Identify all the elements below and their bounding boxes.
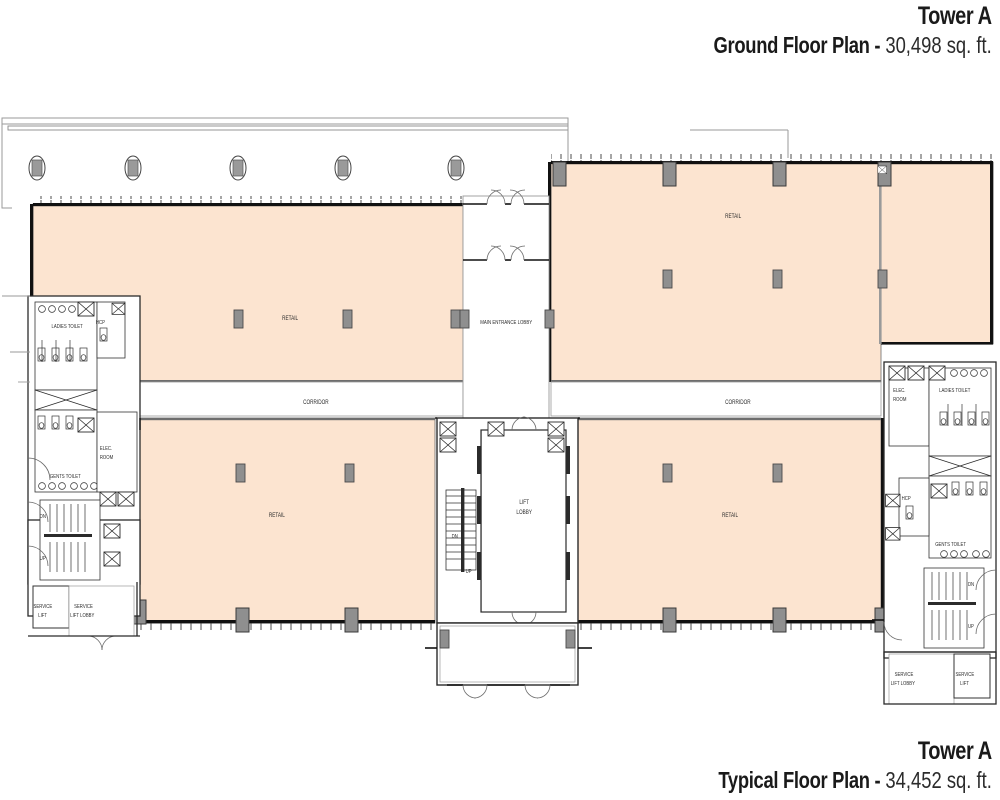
service-lift-right-label-2: LIFT bbox=[960, 681, 969, 688]
elevator-doors-left bbox=[477, 446, 481, 580]
service-lift-left-label-1: SERVICE bbox=[34, 604, 53, 611]
service-lift-left-label-2: LIFT bbox=[38, 613, 47, 620]
plan-title-bottom: Typical Floor Plan - 34,452 sq. ft. bbox=[719, 766, 992, 796]
ladies-toilet-right: LADIES TOILET bbox=[928, 365, 992, 457]
gents-toilet-left: GENTS TOILET bbox=[34, 409, 98, 493]
elec-room-right: ELEC. ROOM bbox=[888, 365, 930, 447]
gents-toilet-right-label: GENTS TOILET bbox=[935, 542, 966, 549]
elec-room-right-label-1: ELEC. bbox=[893, 388, 905, 395]
plan-svg: RETAIL RETAIL bbox=[1, 117, 997, 705]
corridor-right: CORRIDOR bbox=[550, 381, 882, 417]
retail-northeast: RETAIL bbox=[548, 154, 994, 383]
hcp-left-label: HCP bbox=[96, 320, 106, 327]
elec-room-left-label-1: ELEC. bbox=[100, 446, 112, 453]
elec-room-right-label-2: ROOM bbox=[893, 397, 906, 404]
central-stair-up-label: UP bbox=[466, 569, 473, 576]
central-core: LIFT LOBBY bbox=[436, 416, 579, 626]
service-lift-right: SERVICE LIFT bbox=[953, 653, 991, 699]
elevator-doors-right bbox=[566, 446, 570, 580]
stair-left-dn-label: DN bbox=[40, 514, 47, 521]
corridor-right-label: CORRIDOR bbox=[725, 400, 751, 407]
plan-label-top: Ground Floor Plan - bbox=[713, 31, 881, 58]
tower-name-top: Tower A bbox=[918, 2, 992, 30]
service-lift-left: SERVICE LIFT bbox=[32, 585, 70, 629]
lift-lobby-area bbox=[480, 429, 567, 613]
hcp-toilet-right: HCP bbox=[898, 477, 930, 537]
ladies-toilet-left: LADIES TOILET bbox=[34, 301, 98, 391]
elec-room-left: ELEC. ROOM bbox=[96, 411, 138, 507]
canopy-columns bbox=[28, 155, 465, 181]
plan-area-bottom: 34,452 sq. ft. bbox=[885, 767, 992, 794]
hcp-right-label: HCP bbox=[902, 496, 912, 503]
floor-plan-drawing: RETAIL RETAIL bbox=[0, 100, 1000, 720]
gents-toilet-right: GENTS TOILET bbox=[928, 475, 992, 559]
ladies-toilet-right-label: LADIES TOILET bbox=[939, 388, 970, 395]
corridor-left-label: CORRIDOR bbox=[303, 400, 329, 407]
staircase-left: DN UP bbox=[27, 499, 101, 581]
stair-right-dn-label: DN bbox=[968, 582, 975, 589]
title-block-typical-floor: Tower A Typical Floor Plan - 34,452 sq. … bbox=[650, 737, 993, 796]
retail-sw-label: RETAIL bbox=[269, 513, 285, 520]
lift-lobby-label-1: LIFT bbox=[519, 500, 529, 507]
central-staircase: DN UP bbox=[445, 488, 477, 576]
service-lift-lobby-left-label-1: SERVICE bbox=[74, 604, 93, 611]
plan-label-bottom: Typical Floor Plan - bbox=[718, 767, 881, 794]
retail-se-label: RETAIL bbox=[722, 513, 738, 520]
service-lift-lobby-left-label-2: LIFT LOBBY bbox=[70, 613, 95, 620]
title-block-ground-floor: Tower A Ground Floor Plan - 30,498 sq. f… bbox=[644, 2, 993, 61]
service-lift-lobby-right: SERVICE LIFT LOBBY bbox=[888, 653, 955, 705]
ladies-toilet-left-label: LADIES TOILET bbox=[51, 324, 82, 331]
tower-name-bottom: Tower A bbox=[918, 737, 992, 766]
retail-ne-label: RETAIL bbox=[725, 214, 741, 221]
stair-right-up-label: UP bbox=[968, 624, 975, 631]
service-core-left: LADIES TOILET HCP bbox=[2, 295, 141, 651]
central-stair-dn-label: DN bbox=[452, 534, 459, 541]
service-lift-right-label-1: SERVICE bbox=[955, 672, 974, 679]
service-core-right: ELEC. ROOM LADIES TOILET bbox=[872, 361, 997, 705]
gents-toilet-left-label: GENTS TOILET bbox=[50, 474, 81, 481]
main-entrance-lobby: MAIN ENTRANCE LOBBY bbox=[459, 189, 555, 419]
service-lift-lobby-right-label-2: LIFT LOBBY bbox=[891, 681, 916, 688]
connector-walls bbox=[139, 417, 580, 430]
staircase-right: DN UP bbox=[923, 567, 997, 649]
service-lift-lobby-right-label-1: SERVICE bbox=[895, 672, 914, 679]
retail-southeast: RETAIL bbox=[577, 417, 889, 633]
lobby-vestibule bbox=[425, 622, 592, 699]
lift-lobby-label-2: LOBBY bbox=[516, 510, 532, 517]
hcp-toilet-left: HCP bbox=[96, 301, 126, 359]
stair-left-up-label: UP bbox=[40, 556, 47, 563]
main-entrance-lobby-label: MAIN ENTRANCE LOBBY bbox=[480, 320, 532, 327]
plan-area-top: 30,498 sq. ft. bbox=[885, 31, 992, 58]
retail-southwest: RETAIL bbox=[132, 417, 436, 633]
elec-room-left-label-2: ROOM bbox=[100, 455, 113, 462]
service-lift-lobby-left: SERVICE LIFT LOBBY bbox=[68, 585, 135, 637]
plan-title-top: Ground Floor Plan - 30,498 sq. ft. bbox=[714, 31, 992, 61]
retail-nw-label: RETAIL bbox=[282, 316, 298, 323]
